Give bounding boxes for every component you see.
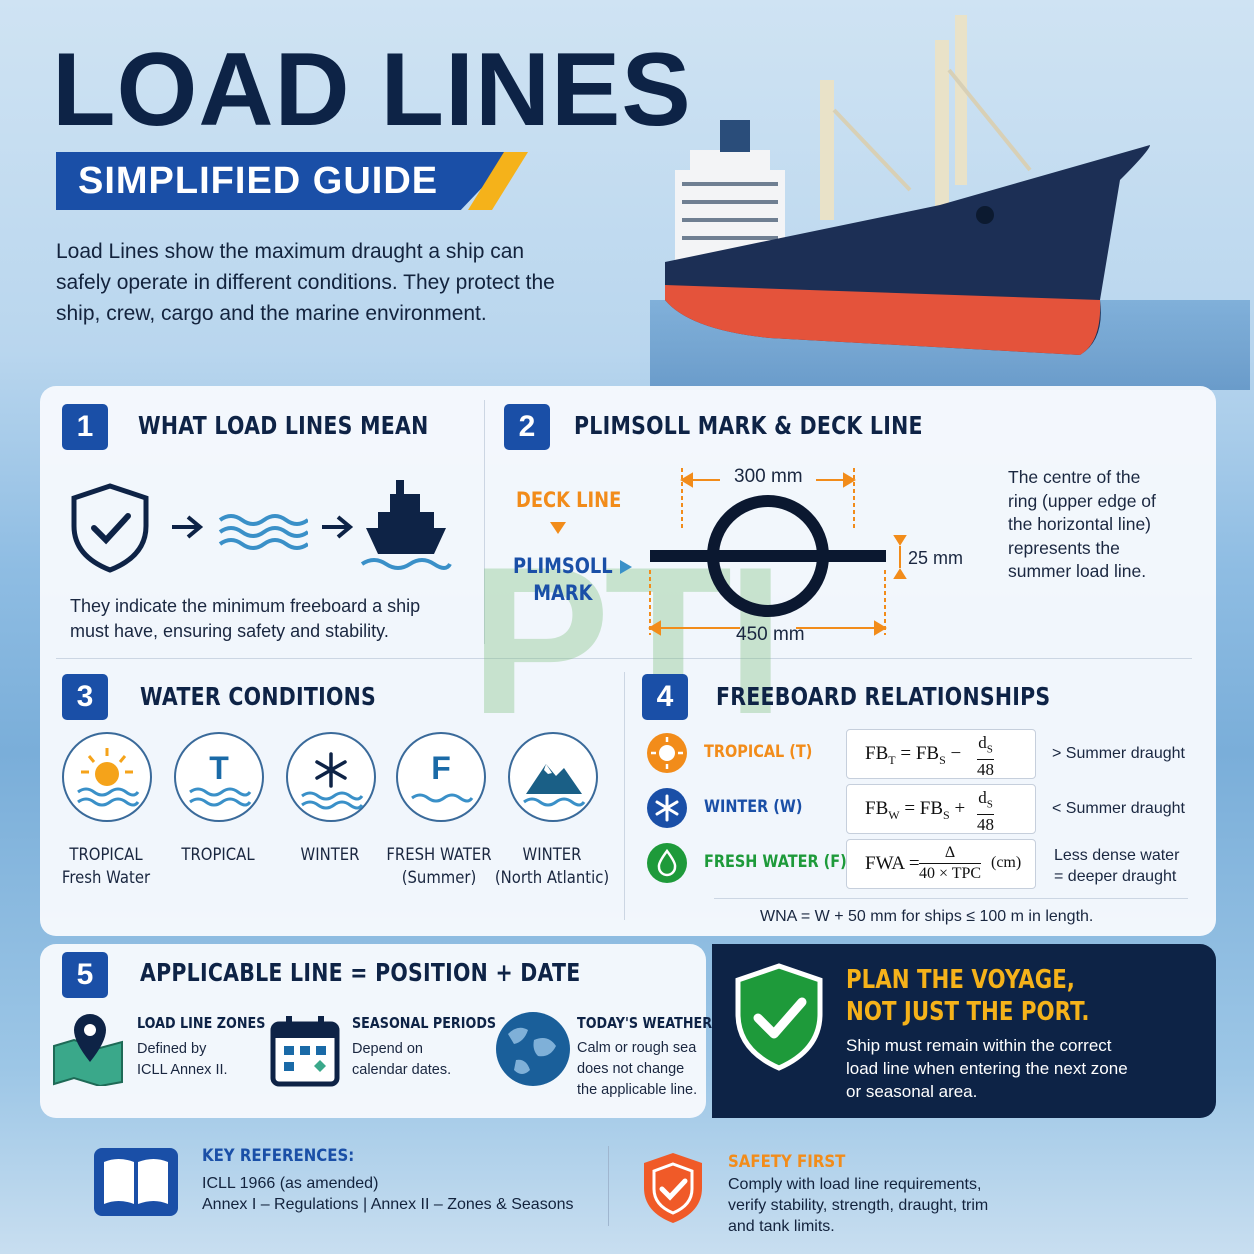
- section-4-title: FREEBOARD RELATIONSHIPS: [716, 682, 1051, 711]
- ship-illustration: [650, 15, 1250, 390]
- deck-line-label: DECK LINE: [516, 488, 622, 512]
- key-references-text: ICLL 1966 (as amended) Annex I – Regulat…: [202, 1175, 574, 1213]
- section-5-number: 5: [62, 952, 108, 998]
- snowflake-icon: [301, 752, 364, 810]
- condition-label-4: FRESH WATER(Summer): [386, 845, 492, 887]
- section-5-title: APPLICABLE LINE = POSITION + DATE: [140, 958, 581, 987]
- freeboard-label-fresh: FRESH WATER (F): [704, 852, 847, 872]
- subtitle-banner: [56, 152, 516, 210]
- formula-fresh-water: FWA = Δ 40 × TPC (cm): [846, 839, 1036, 889]
- letter-t-icon: T: [209, 750, 229, 786]
- page-subtitle: SIMPLIFIED GUIDE: [78, 160, 439, 202]
- triangle-down-icon: [550, 522, 566, 534]
- footer-divider: [608, 1146, 609, 1226]
- watermark: PTI: [470, 523, 785, 758]
- safety-first-heading: SAFETY FIRST: [728, 1152, 846, 1172]
- safety-shield-icon: [644, 1153, 702, 1223]
- sun-icon: [647, 733, 687, 773]
- arrow-right-icon: [322, 515, 354, 539]
- condition-circle-2: T: [174, 732, 264, 822]
- divider-vertical-bottom: [624, 672, 625, 920]
- section-2-title: PLIMSOLL MARK & DECK LINE: [574, 411, 923, 440]
- mountain-icon: [523, 764, 586, 807]
- section-5-panel: [40, 944, 706, 1118]
- callout-text: Ship must remain within the correct load…: [846, 1036, 1128, 1101]
- plimsoll-label-line1: PLIMSOLL: [513, 554, 613, 578]
- wna-footnote: WNA = W + 50 mm for ships ≤ 100 m in len…: [760, 908, 1094, 925]
- callout-heading: PLAN THE VOYAGE, NOT JUST THE PORT.: [846, 965, 1090, 1027]
- intro-text: Load Lines show the maximum draught a sh…: [56, 240, 555, 325]
- ship-icon: [360, 480, 452, 570]
- condition-circle-1: [62, 732, 152, 822]
- plimsoll-label-line2: MARK: [533, 581, 593, 605]
- formula-tropical: FBT = FBS − dS 48: [846, 729, 1036, 779]
- condition-label-5: WINTER(North Atlantic): [494, 845, 610, 887]
- freeboard-note-tropical: > Summer draught: [1052, 745, 1185, 762]
- section-3-number: 3: [62, 674, 108, 720]
- condition-circle-5: [508, 732, 598, 822]
- water-drop-icon: [647, 843, 687, 883]
- condition-label-2: TROPICAL: [181, 845, 255, 864]
- freeboard-note-fresh: Less dense water= deeper draught: [1054, 847, 1180, 885]
- dimension-300: 300 mm: [734, 466, 803, 487]
- condition-circle-3: [286, 732, 376, 822]
- formula-winter: FBW = FBS + dS 48: [846, 784, 1036, 834]
- letter-f-icon: F: [431, 750, 451, 786]
- section-1-number: 1: [62, 404, 108, 450]
- card-head-zones: LOAD LINE ZONES: [137, 1014, 266, 1032]
- condition-circle-4: F: [396, 732, 486, 822]
- freeboard-label-winter: WINTER (W): [704, 797, 803, 817]
- book-icon: [94, 1148, 178, 1216]
- shield-check-icon: [71, 483, 149, 573]
- map-pin-icon: [53, 1014, 123, 1086]
- key-references-heading: KEY REFERENCES:: [202, 1146, 355, 1166]
- triangle-right-icon: [620, 560, 632, 574]
- plimsoll-mark-label: PLIMSOLL MARK: [513, 553, 613, 607]
- arrow-right-icon: [172, 515, 204, 539]
- freeboard-note-winter: < Summer draught: [1052, 800, 1185, 817]
- calendar-icon: [270, 1016, 340, 1087]
- section-3-title: WATER CONDITIONS: [140, 682, 377, 711]
- sun-waves-icon: [77, 748, 140, 807]
- divider-horizontal: [56, 658, 1192, 659]
- page-title: LOAD LINES: [52, 32, 692, 148]
- card-head-weather: TODAY'S WEATHER: [577, 1014, 713, 1032]
- section-2-number: 2: [504, 404, 550, 450]
- divider-vertical-top: [484, 400, 485, 644]
- globe-icon: [496, 1012, 570, 1086]
- dimension-450: 450 mm: [736, 624, 805, 645]
- plimsoll-diagram: [648, 468, 907, 636]
- freeboard-label-tropical: TROPICAL (T): [704, 742, 813, 762]
- snowflake-icon: [647, 788, 687, 828]
- card-head-seasonal: SEASONAL PERIODS: [352, 1014, 497, 1032]
- waves-icon: [218, 514, 308, 550]
- plimsoll-note: The centre of the ring (upper edge of th…: [1008, 467, 1156, 581]
- section-4-number: 4: [642, 674, 688, 720]
- shield-check-icon: [735, 963, 823, 1071]
- dimension-25: 25 mm: [908, 548, 964, 568]
- condition-label-3: WINTER: [300, 845, 360, 864]
- formula-divider: [714, 898, 1188, 899]
- section-1-text: They indicate the minimum freeboard a sh…: [70, 596, 421, 641]
- section-1-title: WHAT LOAD LINES MEAN: [138, 411, 429, 440]
- safety-first-text: Comply with load line requirements, veri…: [728, 1176, 989, 1235]
